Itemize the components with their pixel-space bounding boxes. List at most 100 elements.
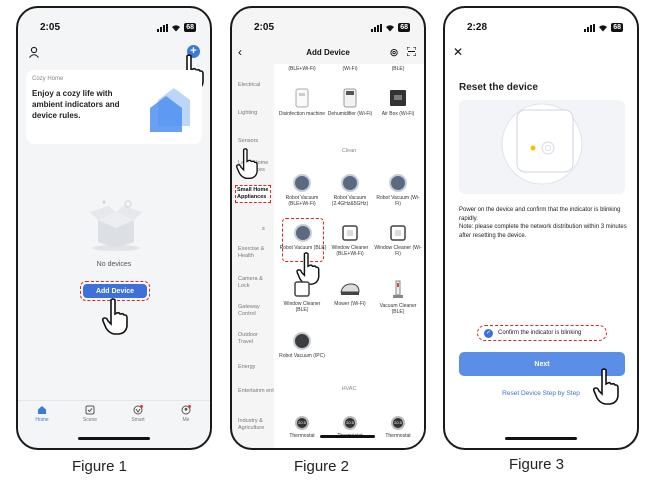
device-grid: (BLE+Wi-Fi) (Wi-Fi) (BLE) Disinfection m… [274, 64, 424, 448]
robot-vacuum-icon [293, 332, 311, 350]
thermostat-icon: 20.5 [343, 416, 357, 430]
category-lighting[interactable]: Lighting [238, 110, 258, 116]
device-name: Thermostat [289, 433, 315, 439]
device-robot-vacuum[interactable]: Robot Vacuum (Wi-Fi) [374, 174, 422, 207]
status-time: 2:28 [467, 22, 488, 33]
device-robot-vacuum[interactable]: Robot Vacuum (BLE+Wi-Fi) [278, 174, 326, 207]
home-indicator [505, 437, 577, 440]
category-camera-lock[interactable]: Camera & Lock [238, 276, 263, 289]
pointer-hand-icon [236, 148, 258, 179]
auto-scan-icon[interactable]: ◎ [390, 47, 398, 57]
device-robot-vacuum[interactable]: Robot Vacuum (2.4GHz&5GHz) [326, 174, 374, 207]
device-vacuum-cleaner[interactable]: Vacuum Cleaner (BLE) [374, 280, 422, 315]
device-window-cleaner[interactable]: Window Cleaner (BLE+Wi-Fi) [326, 224, 374, 257]
device-disinfection-machine[interactable]: Disinfection machine [278, 88, 326, 117]
dehumidifier-icon [343, 88, 357, 108]
caption-figure-3: Figure 3 [509, 456, 565, 473]
device-mower[interactable]: Mower (Wi-Fi) [326, 280, 374, 307]
robot-vacuum-icon [341, 174, 359, 192]
caption-figure-2: Figure 2 [294, 458, 350, 475]
close-icon[interactable]: ✕ [453, 45, 464, 59]
status-bar: 2:28 68 [445, 22, 637, 36]
device-name: Robot Vacuum (2.4GHz&5GHz) [331, 195, 369, 207]
device-indicator-illustration [459, 100, 625, 194]
status-bar: 2:05 68 [18, 22, 210, 36]
battery-icon: 68 [398, 23, 410, 32]
device-thermostat[interactable]: 20.5 Thermostat [374, 416, 422, 439]
card-subtitle: Cozy Home [32, 76, 64, 82]
device-name: Mower (Wi-Fi) [334, 301, 366, 307]
device-window-cleaner[interactable]: Window Cleaner (Wi-Fi) [374, 224, 422, 257]
device-name: Vacuum Cleaner (BLE) [379, 303, 417, 315]
robot-vacuum-icon [293, 174, 311, 192]
pointer-hand-icon [102, 298, 128, 335]
add-device-button[interactable]: Add Device [83, 284, 147, 298]
category-energy[interactable]: Energy [238, 364, 256, 370]
reset-step-by-step-link[interactable]: Reset Device Step by Step [502, 390, 580, 397]
device-name: Air Box (Wi-Fi) [381, 111, 415, 117]
caption-figure-1: Figure 1 [72, 458, 128, 475]
user-icon[interactable] [28, 46, 40, 58]
category-partial[interactable]: s [262, 226, 265, 232]
signal-icon [157, 23, 169, 32]
cozy-home-card[interactable]: Cozy Home Enjoy a cozy life with ambient… [26, 70, 202, 144]
tab-smart[interactable]: Smart [120, 401, 156, 430]
device-air-box[interactable]: Air Box (Wi-Fi) [374, 88, 422, 117]
scan-qr-icon[interactable] [407, 47, 416, 56]
note-text: Note: please complete the network distri… [459, 224, 627, 239]
category-entertainment[interactable]: Entertainm ent [238, 388, 274, 394]
device-name: Robot Vacuum (IPC) [279, 353, 325, 359]
category-sidebar: Electrical Lighting Sensors Large Home A… [232, 66, 274, 448]
card-title: Enjoy a cozy life with ambient indicator… [32, 89, 120, 120]
device-name: Robot Vacuum (Wi-Fi) [376, 195, 420, 207]
category-sensors[interactable]: Sensors [238, 138, 259, 144]
device-robot-vacuum-ipc[interactable]: Robot Vacuum (IPC) [278, 332, 326, 359]
instruction-text: Power on the device and confirm that the… [459, 207, 621, 222]
category-industry-agriculture[interactable]: Industry & Agriculture [238, 418, 265, 431]
tab-scene-label: Scene [82, 417, 98, 423]
device-name: Robot Vacuum (BLE+Wi-Fi) [285, 195, 319, 207]
device-name: Disinfection machine [278, 111, 326, 117]
window-cleaner-icon [390, 225, 406, 241]
wifi-icon [172, 24, 181, 31]
category-electrical[interactable]: Electrical [238, 82, 261, 88]
device-name: Thermostat [385, 433, 411, 439]
device-name: Window Cleaner (BLE+Wi-Fi) [331, 245, 369, 257]
tab-home[interactable]: Home [24, 401, 60, 430]
wifi-icon [386, 24, 395, 31]
add-device-header: ‹ Add Device ◎ [232, 46, 424, 60]
tab-me-label: Me [182, 417, 190, 423]
confirm-blinking-checkbox[interactable]: ✓ Confirm the indicator is blinking [477, 325, 607, 341]
next-button[interactable]: Next [459, 352, 625, 376]
confirm-label: Confirm the indicator is blinking [498, 330, 582, 336]
pointer-hand-icon [296, 252, 320, 285]
vacuum-cleaner-icon [393, 280, 403, 298]
back-chevron-icon[interactable]: ‹ [238, 45, 242, 59]
selected-device-highlight [282, 218, 324, 262]
wifi-icon [599, 24, 608, 31]
device-window-cleaner-ble[interactable]: Window Cleaner (BLE) [278, 280, 326, 313]
category-exercise-health[interactable]: Exercise & Health [238, 246, 265, 259]
phone-figure-1: 2:05 68 + Cozy Home Enjoy a cozy life wi… [16, 6, 212, 450]
battery-icon: 68 [611, 23, 623, 32]
category-gateway-control[interactable]: Gateway Control [238, 304, 260, 317]
device-robot-vacuum-ble[interactable]: Robot Vacuum (BLE) [279, 224, 327, 251]
thermostat-icon: 20.5 [391, 416, 405, 430]
phone-figure-3: 2:28 68 ✕ Reset the device Power on the … [443, 6, 639, 450]
device-label: (Wi-Fi) [342, 66, 358, 72]
tab-me[interactable]: Me [168, 401, 204, 430]
section-hvac: HVAC [341, 386, 357, 392]
checkmark-icon: ✓ [484, 328, 493, 338]
tab-scene[interactable]: Scene [72, 401, 108, 430]
page-title: Reset the device [459, 82, 538, 93]
tab-smart-label: Smart [131, 417, 145, 423]
signal-icon [584, 23, 596, 32]
device-name: Dehumidifier (Wi-Fi) [327, 111, 373, 117]
robot-vacuum-icon [294, 224, 312, 242]
category-small-home-appliances[interactable]: Small Home Appliances [235, 185, 271, 203]
device-name: Window Cleaner (Wi-Fi) [374, 245, 422, 257]
device-thermostat[interactable]: 20.5 Thermostat [278, 416, 326, 439]
device-dehumidifier[interactable]: Dehumidifier (Wi-Fi) [326, 88, 374, 117]
category-outdoor-travel[interactable]: Outdoor Travel [238, 332, 258, 345]
device-name: Robot Vacuum (BLE) [279, 245, 327, 251]
